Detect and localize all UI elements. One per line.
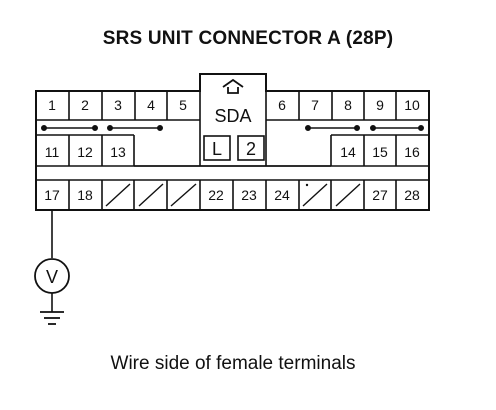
pin-3: 3 — [114, 97, 122, 113]
pin-28: 28 — [404, 187, 420, 203]
pin-12: 12 — [77, 144, 93, 160]
pin-17: 17 — [44, 187, 60, 203]
pin-9: 9 — [376, 97, 384, 113]
pin-13: 13 — [110, 144, 126, 160]
center-recess — [134, 91, 331, 167]
pin-4: 4 — [147, 97, 155, 113]
pin-22: 22 — [208, 187, 224, 203]
shorting-bars — [40, 125, 424, 132]
diagram-caption: Wire side of female terminals — [110, 353, 356, 374]
ground-icon — [40, 311, 64, 325]
pin-24: 24 — [274, 187, 290, 203]
cavity-dot — [305, 183, 309, 187]
row3-cells — [68, 180, 397, 210]
marking-l-box — [203, 135, 231, 161]
pin-27: 27 — [372, 187, 388, 203]
pin-1: 1 — [48, 97, 56, 113]
pin-6: 6 — [278, 97, 286, 113]
pin-8: 8 — [344, 97, 352, 113]
pin-14: 14 — [340, 144, 356, 160]
pin-2: 2 — [81, 97, 89, 113]
pin-18: 18 — [77, 187, 93, 203]
voltmeter-label: V — [46, 267, 58, 287]
pin-5: 5 — [179, 97, 187, 113]
empty-cavities — [105, 183, 361, 207]
row1-cells — [36, 91, 429, 121]
pin-16: 16 — [404, 144, 420, 160]
pin-7: 7 — [311, 97, 319, 113]
pin-15: 15 — [372, 144, 388, 160]
center-label: SDA — [214, 106, 251, 126]
marking-2: 2 — [246, 139, 256, 159]
pin-11: 11 — [45, 144, 60, 160]
latch-arrow-icon — [222, 78, 244, 94]
row-separator — [36, 165, 429, 181]
diagram-title: SRS UNIT CONNECTOR A (28P) — [102, 28, 394, 49]
pin-10: 10 — [404, 97, 420, 113]
row2-cells — [36, 134, 429, 166]
pin-23: 23 — [241, 187, 257, 203]
marking-2-box — [237, 135, 265, 161]
marking-l: L — [212, 139, 222, 159]
